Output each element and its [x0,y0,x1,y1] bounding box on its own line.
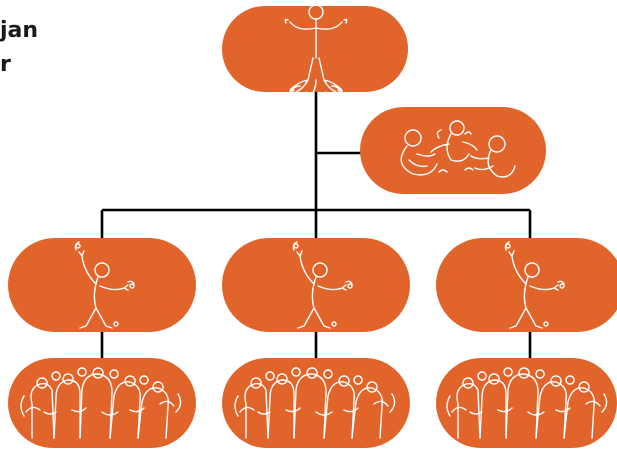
node-assistant[interactable] [360,107,546,194]
node-group-1[interactable] [8,358,196,448]
title-line-2: r [0,52,11,77]
node-group-2[interactable] [222,358,410,448]
node-child-3[interactable] [436,238,617,332]
node-child-1[interactable] [8,238,196,332]
node-child-2[interactable] [222,238,410,332]
title-line-1: jan [0,18,39,43]
diagram-title: jan r [0,14,120,82]
node-group-3[interactable] [436,358,617,448]
node-root[interactable] [222,4,408,98]
connector-lines [100,90,532,359]
